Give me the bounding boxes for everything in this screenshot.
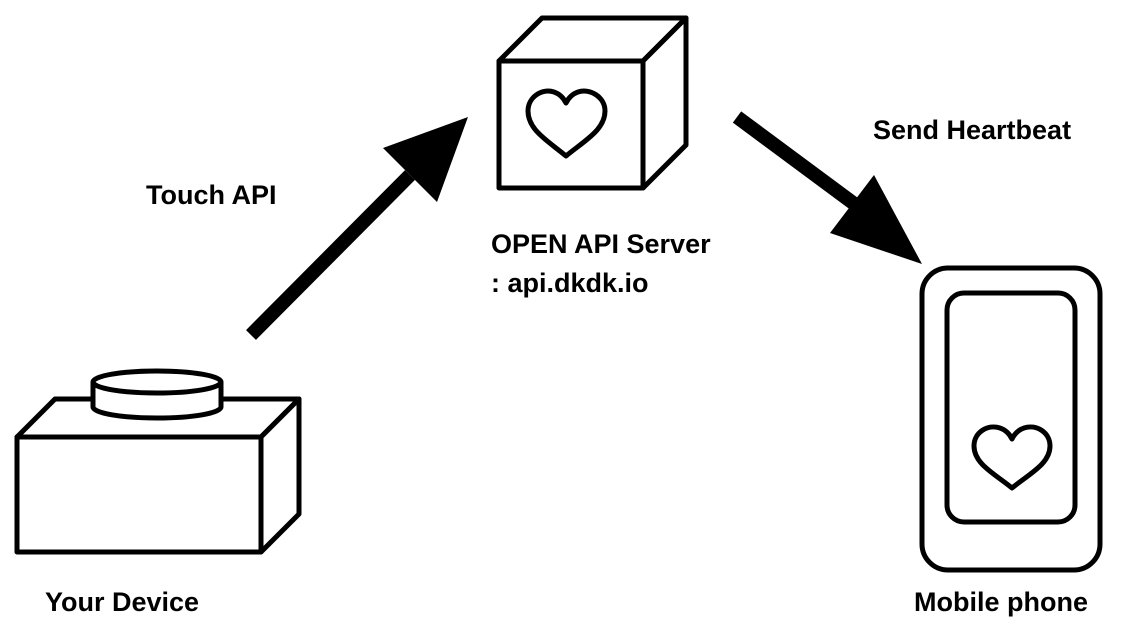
- arrow-down-right-icon: [732, 111, 922, 264]
- edge-label-touch-api: Touch API: [146, 180, 277, 210]
- device-box-front: [14, 434, 264, 555]
- heart-cube-icon: [496, 15, 689, 191]
- button-device-icon: [14, 368, 302, 555]
- device-box-side: [258, 396, 302, 555]
- edge-label-send-heartbeat: Send Heartbeat: [873, 115, 1072, 145]
- device-label: Your Device: [45, 587, 200, 617]
- server-heart-icon: [525, 88, 608, 159]
- server-cube-side: [640, 15, 689, 191]
- heart-phone-icon: [919, 265, 1103, 573]
- arrow-touch-shaft: [246, 170, 415, 340]
- arrow-touch-head: [383, 117, 468, 202]
- arrow-heartbeat-head: [830, 175, 922, 264]
- arrow-up-right-icon: [246, 117, 468, 340]
- device-button-cap: [90, 368, 224, 396]
- phone-label: Mobile phone: [914, 587, 1088, 617]
- phone-heart-icon: [971, 424, 1053, 491]
- server-host-label: : api.dkdk.io: [491, 268, 649, 298]
- arrow-heartbeat-shaft: [732, 111, 881, 226]
- server-label: OPEN API Server: [491, 229, 711, 259]
